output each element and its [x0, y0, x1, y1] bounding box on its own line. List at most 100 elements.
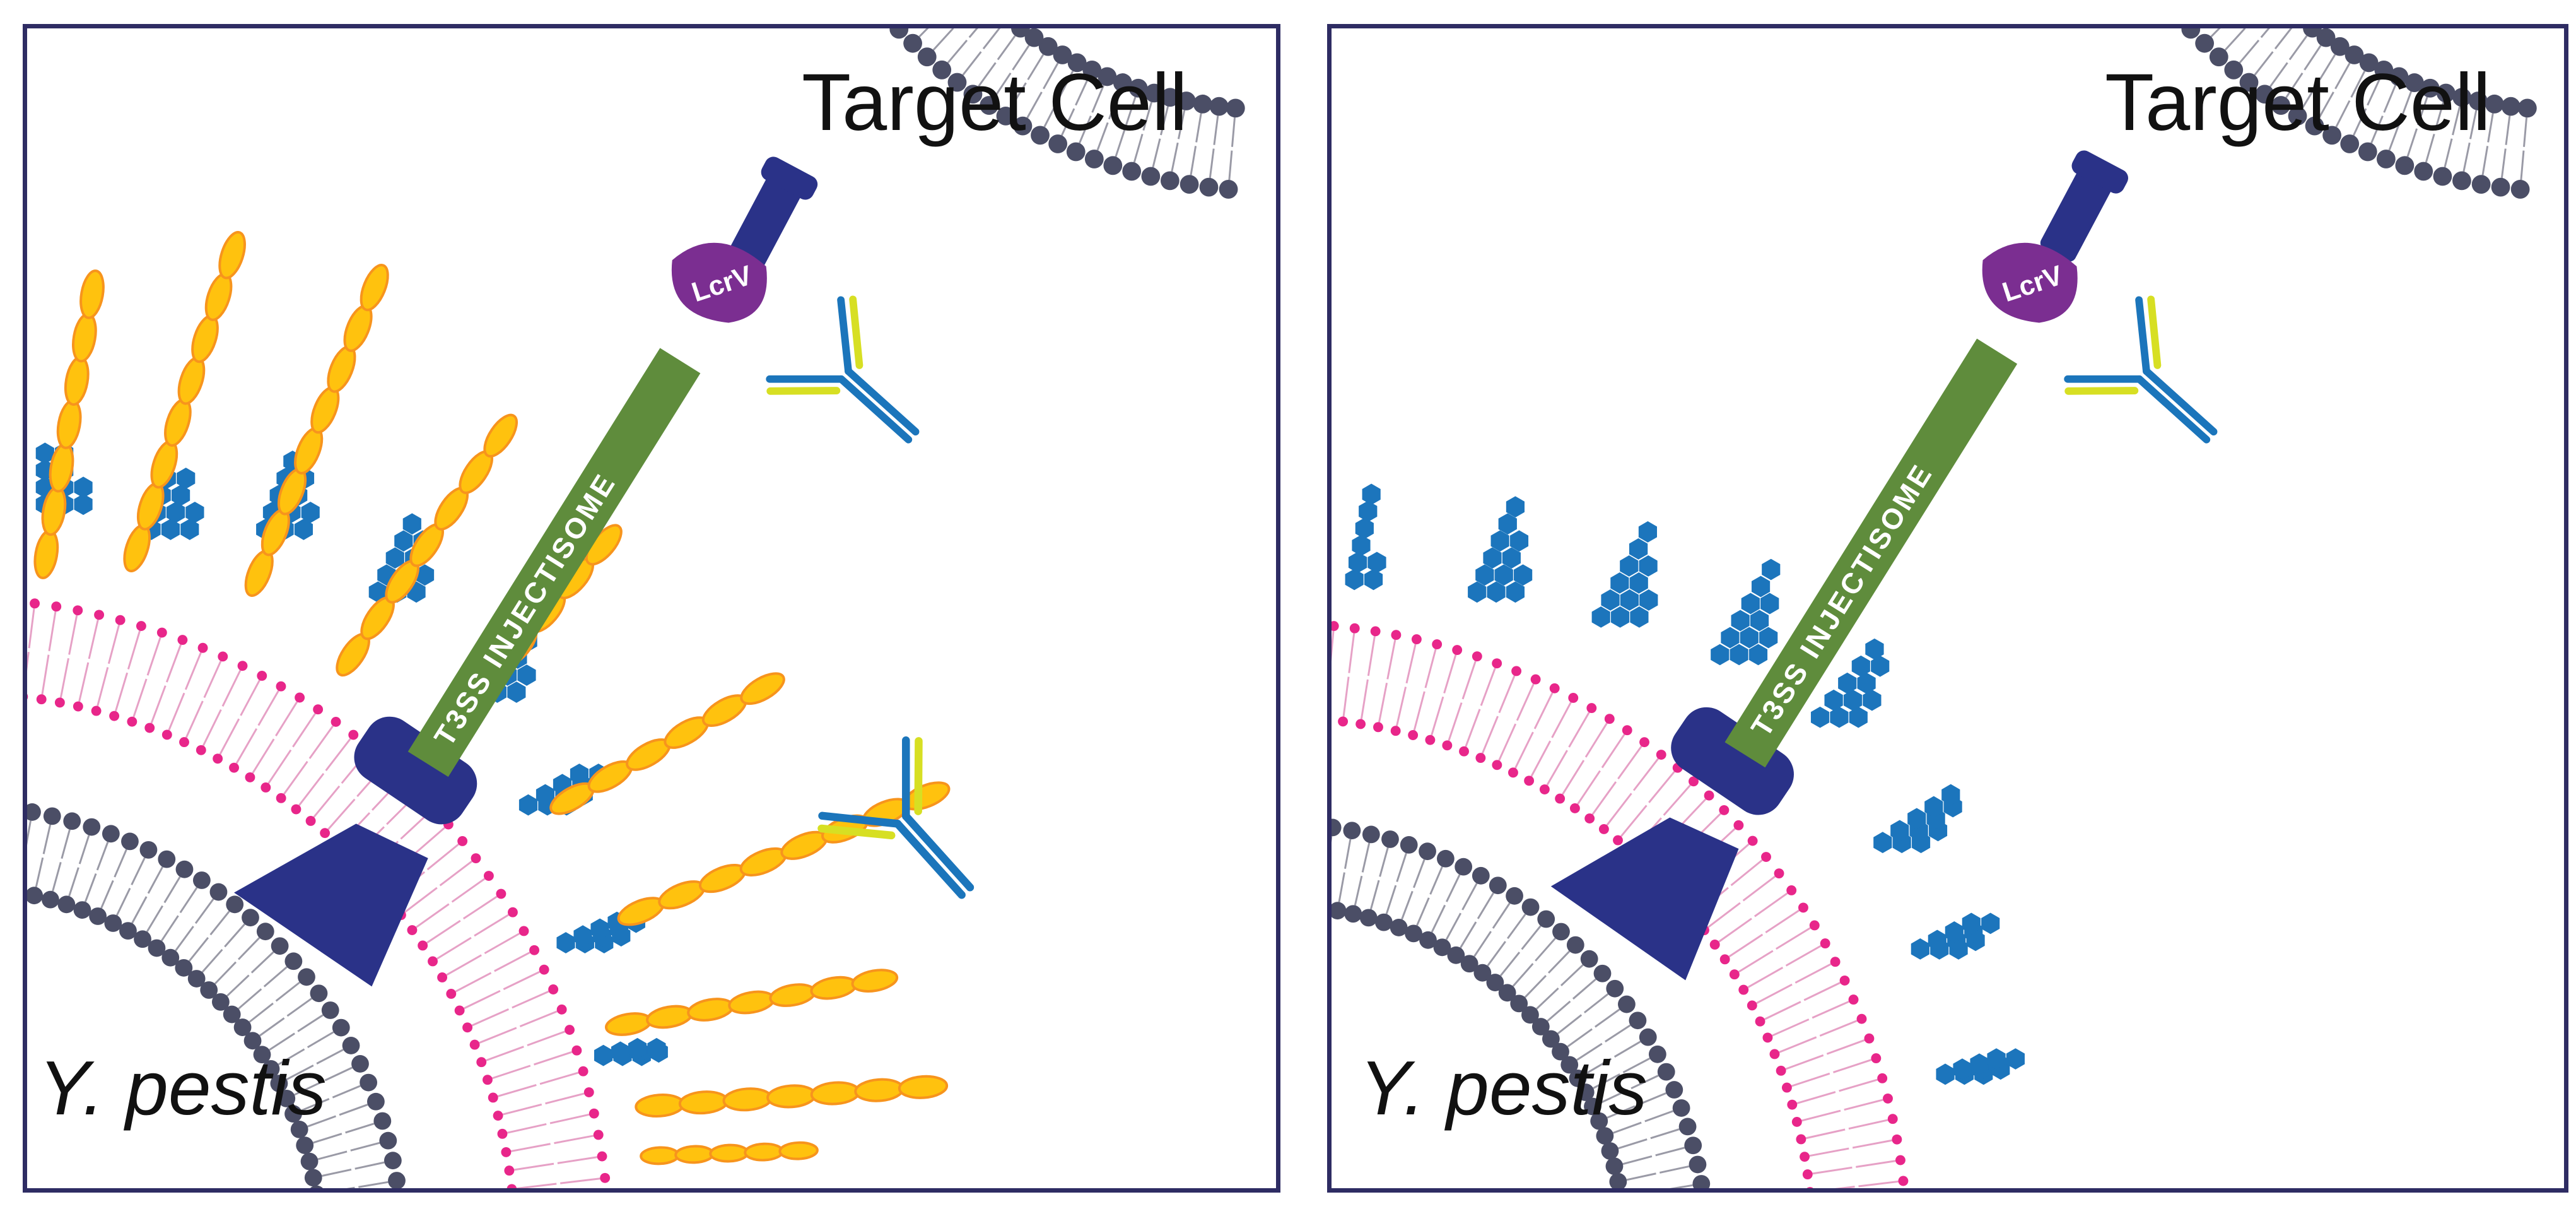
- injectisome-needle: T3SS INJECTISOME: [407, 348, 701, 777]
- lps-sugar: [1367, 552, 1386, 574]
- needle-shaft: [407, 348, 701, 777]
- f1-capsule-subunit: [810, 976, 858, 1000]
- lps-sugar: [1498, 513, 1517, 535]
- f1-capsule-subunit: [722, 1087, 773, 1112]
- lps-sugar: [1987, 1048, 2006, 1070]
- lps-sugar: [74, 493, 93, 516]
- lps-sugar: [1863, 689, 1882, 711]
- lps-sugar: [1936, 1063, 1955, 1085]
- f1-capsule-subunit: [123, 524, 151, 572]
- lps-sugar: [1352, 534, 1371, 557]
- f1-capsule-subunit: [778, 1141, 819, 1160]
- lps-sugar: [1359, 500, 1378, 522]
- f1-capsule-subunit: [674, 1145, 715, 1164]
- lps-sugar: [628, 1037, 647, 1059]
- f1-capsule-subunit: [740, 672, 785, 705]
- lps-sugar: [517, 664, 536, 686]
- antibody-bound-lcrv: [766, 295, 920, 444]
- f1-capsule-subunit: [177, 357, 206, 405]
- lps-sugar: [1857, 672, 1876, 694]
- lps-sugar: [2006, 1048, 2025, 1070]
- lps-sugar: [166, 502, 185, 523]
- lps-sugar: [177, 468, 196, 489]
- f1-capsule-subunit: [646, 1005, 693, 1029]
- lps-sugar: [1830, 706, 1849, 728]
- f1-capsule-subunit: [72, 312, 97, 363]
- lps-sugar: [1513, 564, 1533, 586]
- translocon-cap: [761, 156, 818, 200]
- antibody-free: [817, 736, 975, 899]
- lps-sugar: [1759, 627, 1778, 649]
- lps-sugar: [1487, 581, 1506, 603]
- lps-sugar: [1639, 589, 1658, 611]
- lps-sugar: [1502, 547, 1521, 569]
- lps-sugar: [518, 794, 538, 816]
- target-cell-membrane: [889, 28, 1245, 199]
- injectisome-ring: [354, 716, 477, 825]
- translocon-pore: [2040, 165, 2115, 262]
- lps-sugar: [1941, 784, 1960, 806]
- translocon-pore: [729, 171, 804, 268]
- lps-sugar: [536, 784, 555, 806]
- lps-sugar: [1506, 496, 1525, 518]
- needle-shaft: [1724, 338, 2018, 768]
- lps-sugar: [647, 1037, 666, 1059]
- lps-sugar: [1468, 581, 1487, 603]
- antibodies: [766, 295, 975, 899]
- y-pestis-label: Y. pestis: [1359, 1045, 1648, 1131]
- lps-sugar: [180, 519, 199, 540]
- lps-sugar: [1981, 912, 2000, 935]
- lps-sugar: [74, 476, 93, 498]
- f1-capsule-subunit: [605, 1012, 652, 1036]
- lps-sugar: [171, 485, 190, 506]
- f1-capsule-subunit: [766, 1084, 817, 1109]
- lps-sugar: [1838, 672, 1857, 694]
- f1-capsule-subunit: [56, 399, 82, 449]
- f1-capsule-subunit: [218, 231, 246, 280]
- lps-sugar: [35, 442, 54, 464]
- lps-sugar: [1721, 627, 1740, 649]
- lps-sugar: [1730, 644, 1748, 666]
- y-pestis-label: Y. pestis: [38, 1045, 327, 1131]
- lps-sugar: [1355, 517, 1374, 540]
- f1-capsule-subunit: [164, 398, 192, 447]
- lps-layer: [1345, 483, 2025, 1085]
- lps-sugar: [1711, 644, 1730, 666]
- lps-sugar: [1911, 938, 1929, 960]
- lps-sugar: [611, 1041, 630, 1063]
- lps-sugar: [1610, 572, 1629, 594]
- lps-sugar: [1348, 552, 1367, 574]
- lps-sugar: [507, 681, 526, 703]
- lps-sugar: [1945, 921, 1964, 943]
- lps-sugar: [1362, 483, 1381, 505]
- lcrv-tip: [1982, 242, 2078, 323]
- lps-sugar: [1748, 644, 1768, 666]
- lps-sugar: [1620, 555, 1639, 577]
- bacterial-inner-membrane: [27, 803, 406, 1188]
- f1-capsule-subunit: [64, 356, 90, 406]
- target-cell-label: Target Cell: [2105, 57, 2491, 148]
- bacterial-outer-membrane: [27, 598, 611, 1188]
- f1-capsule-subunit: [678, 1090, 729, 1115]
- antibodies: [2064, 295, 2218, 444]
- lps-sugar: [1890, 820, 1909, 842]
- lps-sugar: [1364, 569, 1383, 591]
- f1-capsule-subunit: [744, 1142, 784, 1162]
- lps-sugar: [1751, 575, 1771, 598]
- lps-sugar: [161, 519, 180, 540]
- lps-sugar: [1475, 564, 1494, 586]
- lps-sugar: [1731, 610, 1750, 632]
- lps-sugar: [1970, 1053, 1989, 1075]
- lps-sugar: [402, 513, 421, 535]
- f1-capsule-subunit: [191, 314, 219, 363]
- f1-capsule-subunit: [635, 1093, 685, 1118]
- lps-sugar: [394, 530, 413, 552]
- lps-sugar: [1871, 655, 1890, 677]
- f1-capsule-subunit: [728, 990, 775, 1015]
- lps-sugar: [1928, 929, 1947, 952]
- lps-sugar: [301, 502, 320, 523]
- lps-sugar: [1591, 606, 1610, 628]
